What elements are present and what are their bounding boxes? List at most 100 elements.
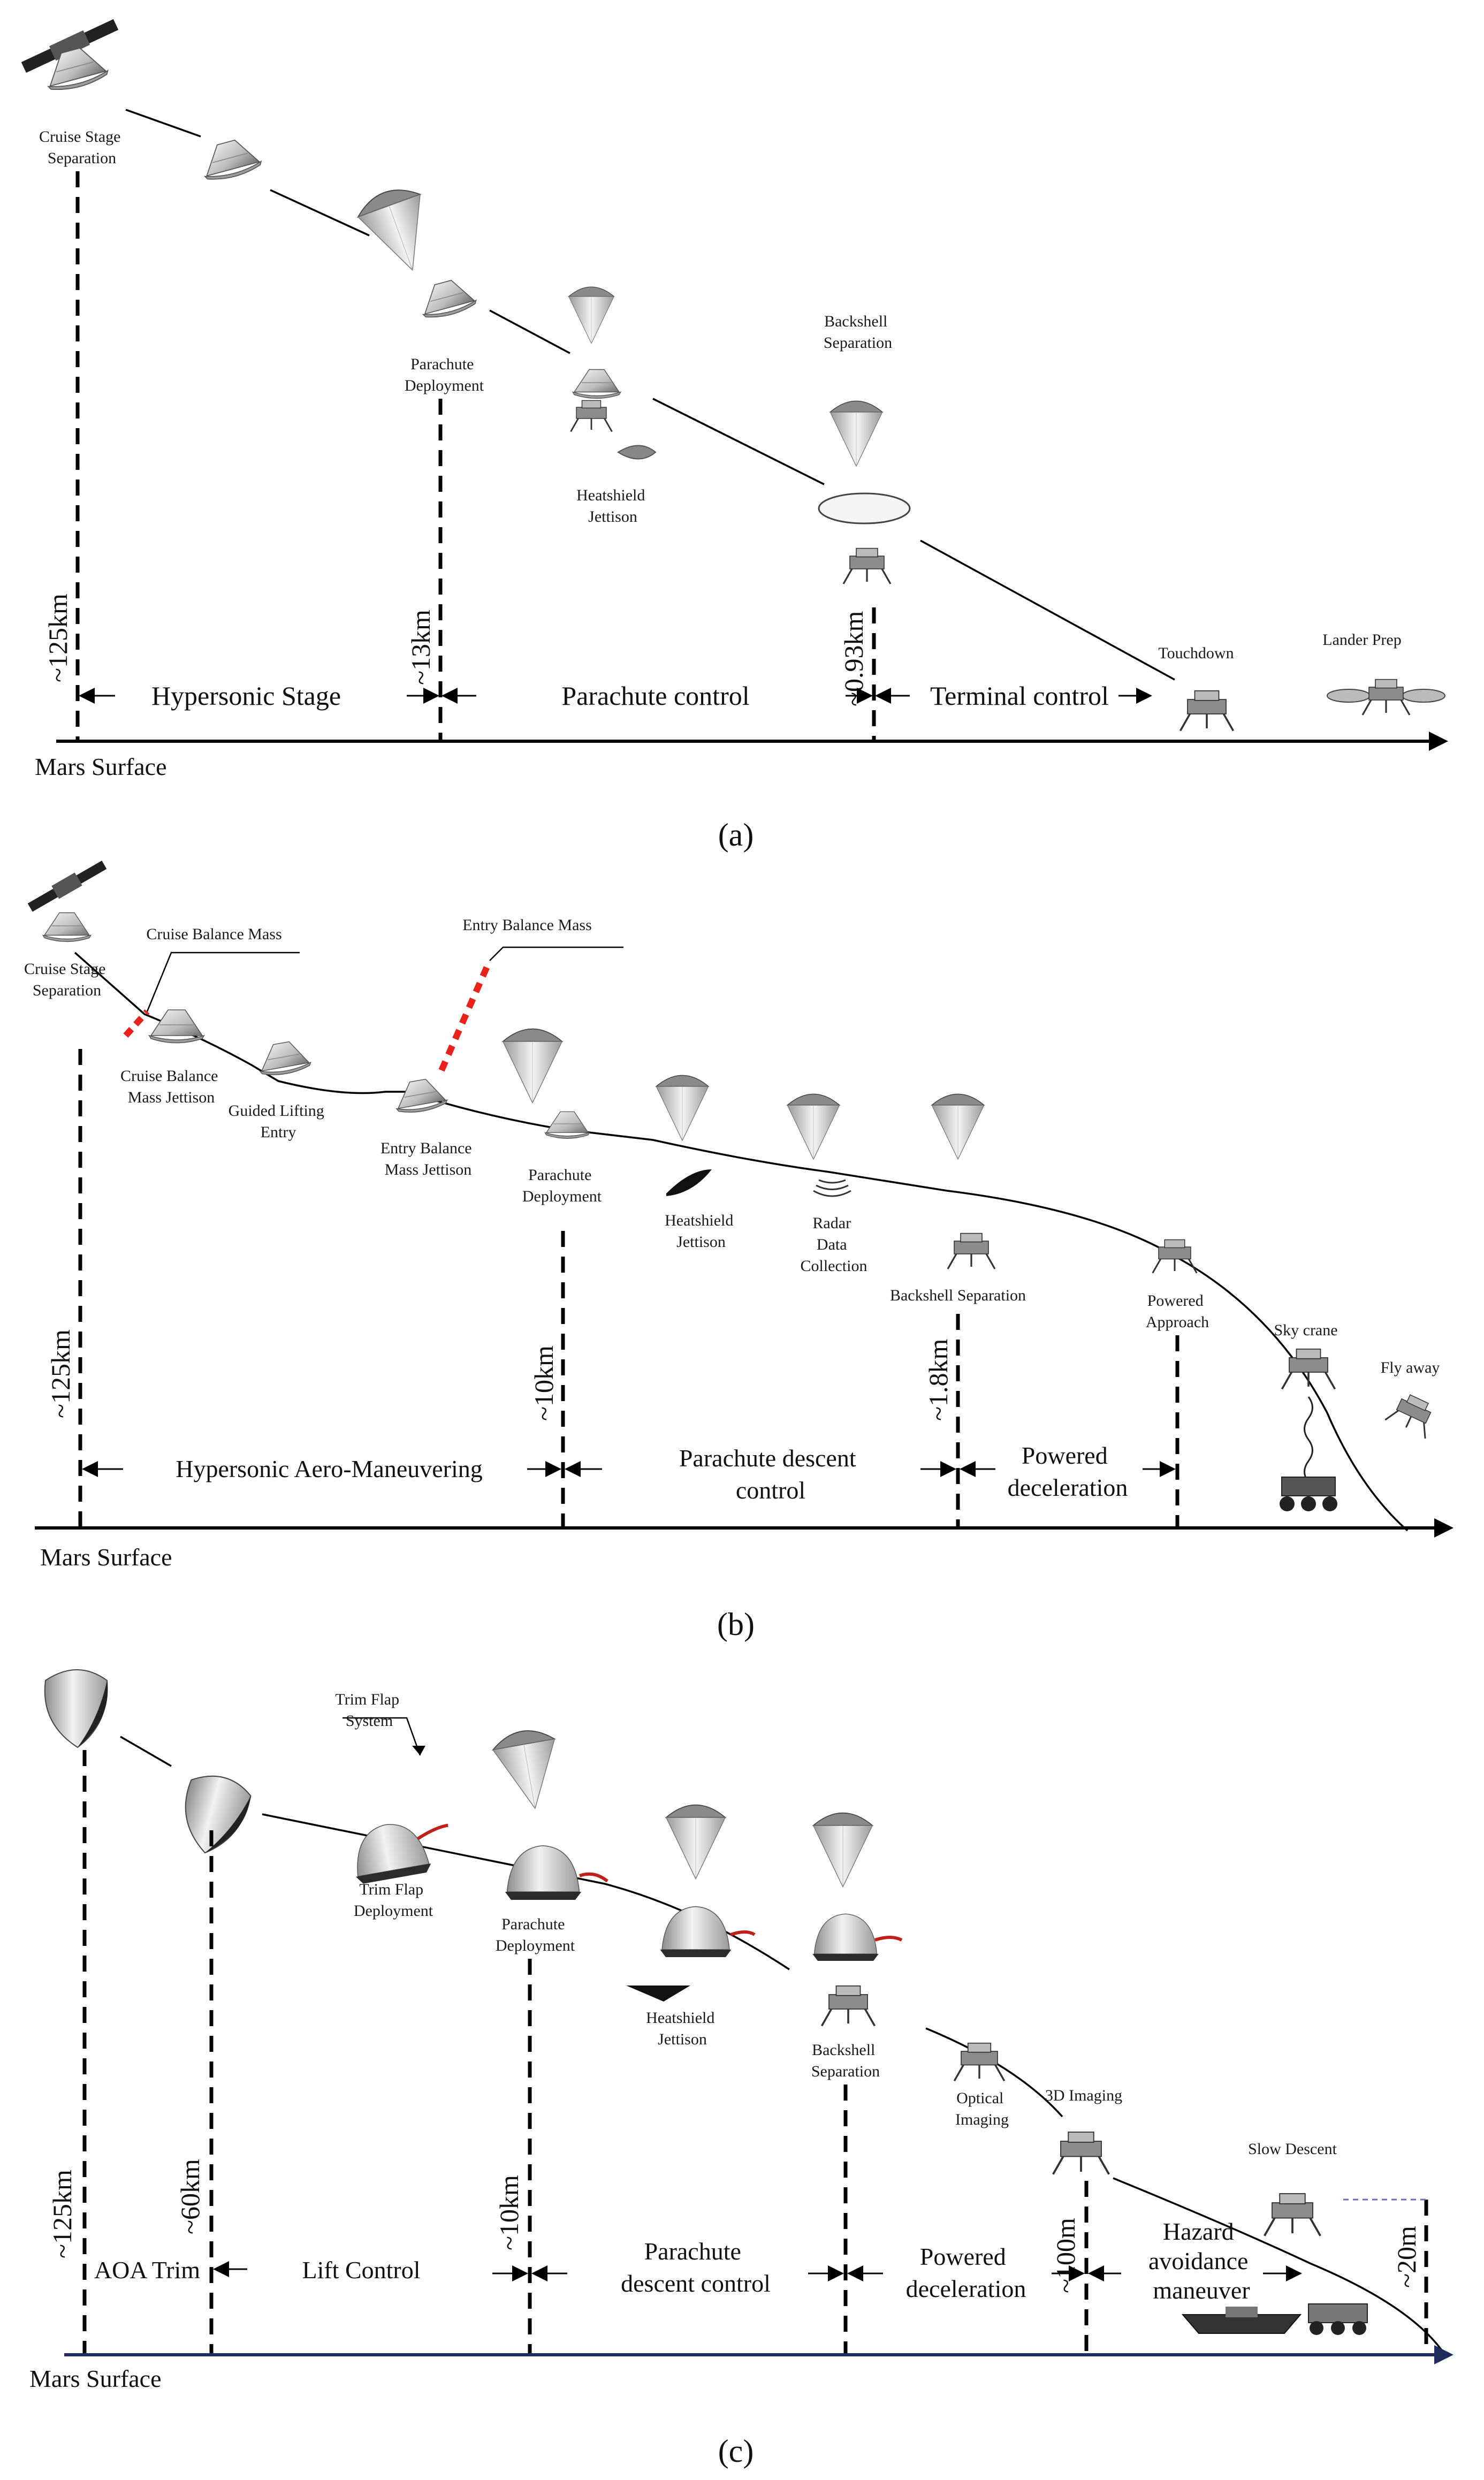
phase-parachute-label: Parachute descent control xyxy=(679,1444,862,1504)
altitude-18km-label: ~1.8km xyxy=(923,1338,953,1421)
altitude-125km-label: ~125km xyxy=(45,1329,75,1418)
guided-lifting-entry-label: Guided Lifting Entry xyxy=(229,1102,329,1141)
parachute-icon xyxy=(665,1804,726,1880)
panel-a-trajectory xyxy=(125,109,1175,681)
phase-parachute-label: Parachute descent control xyxy=(621,2238,771,2297)
fly-away-label: Fly away xyxy=(1381,1359,1440,1376)
parachute-icon xyxy=(502,1028,563,1104)
phase-terminal-label: Terminal control xyxy=(930,681,1109,711)
lander-icon xyxy=(820,1985,876,2027)
heatshield-jettison-label: Heatshield Jettison xyxy=(665,1212,737,1251)
parachute-deployment-label: Parachute Deployment xyxy=(405,355,484,394)
mars-surface-label: Mars Surface xyxy=(29,2365,162,2392)
backshell-separation-label: Backshell Separation xyxy=(890,1287,1026,1304)
altitude-125km-label: ~125km xyxy=(47,2170,77,2258)
phase-powered-label: Powered deceleration xyxy=(906,2243,1026,2302)
lander-platform-icon xyxy=(1181,2307,1302,2334)
altitude-125km-label: ~125km xyxy=(43,594,73,682)
backshell-separation-label: Backshell Separation xyxy=(824,313,892,352)
parachute-icon xyxy=(931,1093,985,1160)
parachute-deployment-label: Parachute Deployment xyxy=(496,1915,575,1954)
altitude-20m-label: ~20m xyxy=(1391,2226,1421,2288)
powered-approach-label: Powered Approach xyxy=(1146,1292,1209,1331)
backshell-separation-label: Backshell Separation xyxy=(811,2041,880,2080)
altitude-60km-label: ~60km xyxy=(175,2159,205,2234)
altitude-10km-label: ~10km xyxy=(529,1345,559,1421)
parachute-icon xyxy=(829,400,883,467)
cruise-stage-separation-label: Cruise Stage Separation xyxy=(24,960,110,999)
capsule-icon xyxy=(44,1669,108,1748)
3d-imaging-label: 3D Imaging xyxy=(1045,2087,1122,2104)
phase-hypersonic-label: Hypersonic Aero-Maneuvering xyxy=(176,1455,483,1482)
parachute-icon xyxy=(812,1812,873,1888)
lander-icon xyxy=(570,400,613,432)
cruise-balance-mass-marker xyxy=(123,1009,150,1038)
heatshield-icon xyxy=(666,1169,712,1196)
heatshield-jettison-label: Heatshield Jettison xyxy=(576,486,649,526)
phase-hazard-label: Hazard avoidance maneuver xyxy=(1148,2218,1254,2304)
phase-aoa-label: AOA Trim xyxy=(94,2256,200,2284)
parachute-deployment-label: Parachute Deployment xyxy=(522,1166,602,1205)
heatshield-icon xyxy=(617,445,657,460)
phase-lift-label: Lift Control xyxy=(302,2256,420,2284)
sky-crane-icon xyxy=(1280,1348,1337,1511)
lander-prep-label: Lander Prep xyxy=(1322,631,1401,649)
satellite-icon xyxy=(21,19,119,73)
entry-balance-mass-jettison-label: Entry Balance Mass Jettison xyxy=(380,1139,476,1178)
phase-hypersonic-label: Hypersonic Stage xyxy=(151,681,341,711)
panel-a: Cruise Stage Separation Parachute Deploy… xyxy=(21,19,1448,853)
panel-a-caption: (a) xyxy=(718,817,754,853)
phase-powered-label: Powered deceleration xyxy=(1008,1442,1128,1501)
trim-flap-deployment-label: Trim Flap Deployment xyxy=(354,1881,433,1920)
entry-capsule-icon xyxy=(42,912,92,942)
parachute-icon xyxy=(353,180,444,282)
rover-icon xyxy=(1308,2303,1368,2335)
entry-balance-mass-marker xyxy=(438,959,493,1072)
altitude-100m-label: ~100m xyxy=(1051,2218,1080,2293)
entry-capsule-icon xyxy=(392,1076,449,1116)
trim-flap-capsule-icon xyxy=(347,1817,448,1885)
radar-icon xyxy=(813,1179,851,1197)
panel-b-trajectory xyxy=(74,952,1409,1532)
heatshield-icon xyxy=(626,1985,690,2002)
altitude-10km-label: ~10km xyxy=(494,2175,524,2250)
capsule-icon xyxy=(185,1775,252,1854)
cruise-stage-separation-label: Cruise Stage Separation xyxy=(39,128,125,167)
entry-balance-mass-label: Entry Balance Mass xyxy=(462,916,592,934)
optical-imaging-label: Optical Imaging xyxy=(955,2089,1009,2128)
lander-prep-icon xyxy=(1327,678,1445,716)
satellite-icon xyxy=(27,861,107,912)
3d-imaging-lander-icon xyxy=(1052,2131,1110,2175)
cruise-balance-mass-label: Cruise Balance Mass xyxy=(146,925,281,943)
powered-lander-icon xyxy=(1152,1239,1198,1274)
mars-surface-label: Mars Surface xyxy=(40,1543,172,1571)
optical-imaging-lander-icon xyxy=(953,2042,1006,2082)
phase-parachute-label: Parachute control xyxy=(561,681,749,711)
mars-surface-label: Mars Surface xyxy=(35,753,167,780)
fly-away-icon xyxy=(1384,1389,1440,1440)
parachute-icon xyxy=(787,1093,840,1160)
panel-c: Trim Flap System Trim Flap Deployment Pa… xyxy=(29,1669,1453,2469)
entry-capsule-icon xyxy=(416,275,478,322)
slow-descent-label: Slow Descent xyxy=(1248,2140,1337,2158)
sky-crane-label: Sky crane xyxy=(1274,1321,1337,1339)
heatshield-jettison-label: Heatshield Jettison xyxy=(646,2009,719,2048)
capsule-parachute-icon xyxy=(505,1845,608,1900)
lander-touchdown-icon xyxy=(1179,690,1235,732)
entry-capsule-icon xyxy=(197,134,264,185)
parachute-icon xyxy=(490,1725,567,1815)
parachute-icon xyxy=(568,286,614,344)
backshell-icon xyxy=(818,492,911,524)
capsule-heatshield-icon xyxy=(659,1906,756,1958)
altitude-13km-label: ~13km xyxy=(406,610,436,685)
slow-descent-lander-icon xyxy=(1263,2192,1322,2237)
lander-icon xyxy=(947,1233,996,1270)
entry-capsule-icon xyxy=(255,1038,313,1079)
entry-capsule-icon xyxy=(544,1111,590,1139)
panel-c-caption: (c) xyxy=(718,2433,754,2469)
panel-b-caption: (b) xyxy=(717,1607,755,1642)
backshell-icon xyxy=(812,1913,903,1961)
altitude-093km-label: ~0.93km xyxy=(839,611,869,706)
panel-b: Cruise Stage Separation Cruise Balance M… xyxy=(24,861,1453,1642)
